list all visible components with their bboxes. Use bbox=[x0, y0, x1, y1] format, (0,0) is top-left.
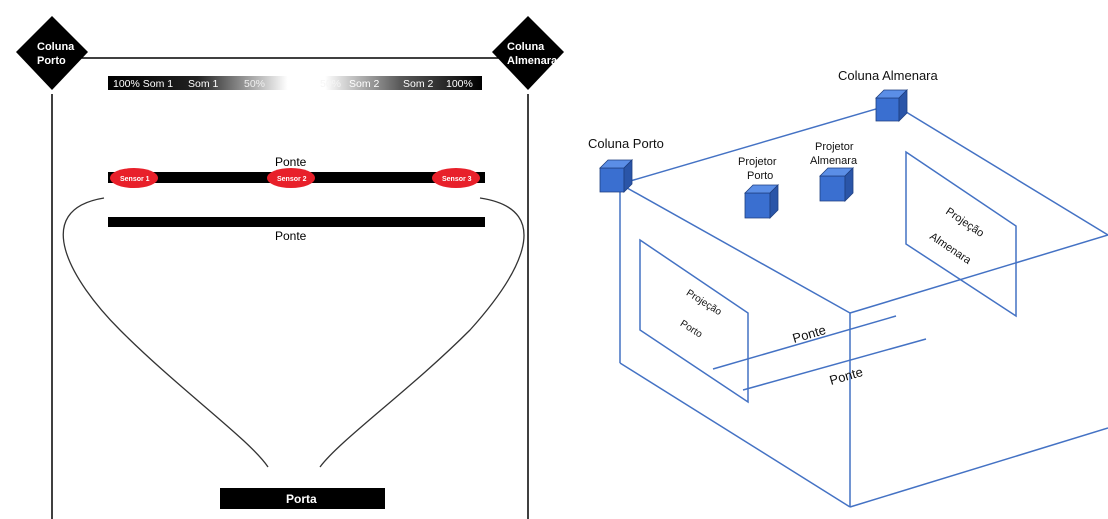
gradient-label-som2-a: Som 2 bbox=[349, 78, 380, 90]
column-porto-label-line1: Coluna bbox=[37, 41, 75, 53]
column-almenara-marker: Coluna Almenara bbox=[492, 16, 564, 90]
column-almenara-cube bbox=[875, 89, 908, 122]
gradient-label-50-right: 50% bbox=[320, 78, 341, 90]
iso-column-almenara-label: Coluna Almenara bbox=[838, 68, 938, 83]
iso-projector-almenara-line1: Projetor bbox=[815, 141, 854, 153]
projector-almenara-cube bbox=[819, 167, 854, 202]
iso-column-porto-label: Coluna Porto bbox=[588, 136, 664, 151]
gradient-label-som2-b: Som 2 bbox=[403, 78, 434, 90]
gradient-label-som1: Som 1 bbox=[188, 78, 219, 90]
sensor-3-label: Sensor 3 bbox=[442, 176, 472, 183]
sensor-2: Sensor 2 bbox=[267, 168, 315, 188]
projection-screen-left bbox=[639, 238, 749, 404]
visitor-path-right bbox=[319, 197, 525, 468]
iso-projection-almenara-line1: Projeção bbox=[943, 206, 986, 240]
column-porto-cube bbox=[599, 159, 633, 193]
bridge-bottom-label: Ponte bbox=[275, 229, 307, 243]
iso-projection-porto-line2: Porto bbox=[678, 318, 704, 340]
floor-plan: Coluna Porto Coluna Almenara 100% Som 1 … bbox=[16, 16, 564, 519]
gradient-label-50-left: 50% bbox=[244, 78, 265, 90]
iso-projector-porto-line2: Porto bbox=[747, 170, 773, 182]
sensor-2-label: Sensor 2 bbox=[277, 176, 307, 183]
iso-projector-almenara-line2: Almenara bbox=[810, 155, 858, 167]
gradient-label-100-som1: 100% Som 1 bbox=[113, 78, 173, 90]
iso-bridge-1 bbox=[712, 315, 897, 370]
iso-bridge-label-2: Ponte bbox=[828, 364, 865, 388]
sensor-1-label: Sensor 1 bbox=[120, 176, 150, 183]
sound-gradient-bar bbox=[108, 76, 482, 90]
iso-bridge-2 bbox=[742, 338, 927, 391]
room-wireframe bbox=[619, 103, 1108, 508]
column-porto-marker: Coluna Porto bbox=[16, 16, 88, 90]
iso-bridge-label-1: Ponte bbox=[791, 322, 828, 346]
door-label: Porta bbox=[286, 492, 317, 506]
projector-porto-cube bbox=[744, 184, 779, 219]
bridge-top-label: Ponte bbox=[275, 155, 307, 169]
visitor-path-left bbox=[62, 197, 269, 468]
sensor-3: Sensor 3 bbox=[432, 168, 480, 188]
column-porto-label-line2: Porto bbox=[37, 55, 66, 67]
gradient-label-100-som2: 100% bbox=[446, 78, 473, 90]
door bbox=[220, 488, 385, 509]
column-almenara-label-line1: Coluna bbox=[507, 41, 545, 53]
projection-screen-right bbox=[905, 150, 1017, 318]
bridge-bottom bbox=[108, 217, 485, 227]
iso-projector-porto-line1: Projetor bbox=[738, 156, 777, 168]
isometric-view: Coluna Porto Coluna Almenara Projetor Po… bbox=[588, 68, 1108, 508]
column-almenara-label-line2: Almenara bbox=[507, 55, 558, 67]
sensor-1: Sensor 1 bbox=[110, 168, 158, 188]
